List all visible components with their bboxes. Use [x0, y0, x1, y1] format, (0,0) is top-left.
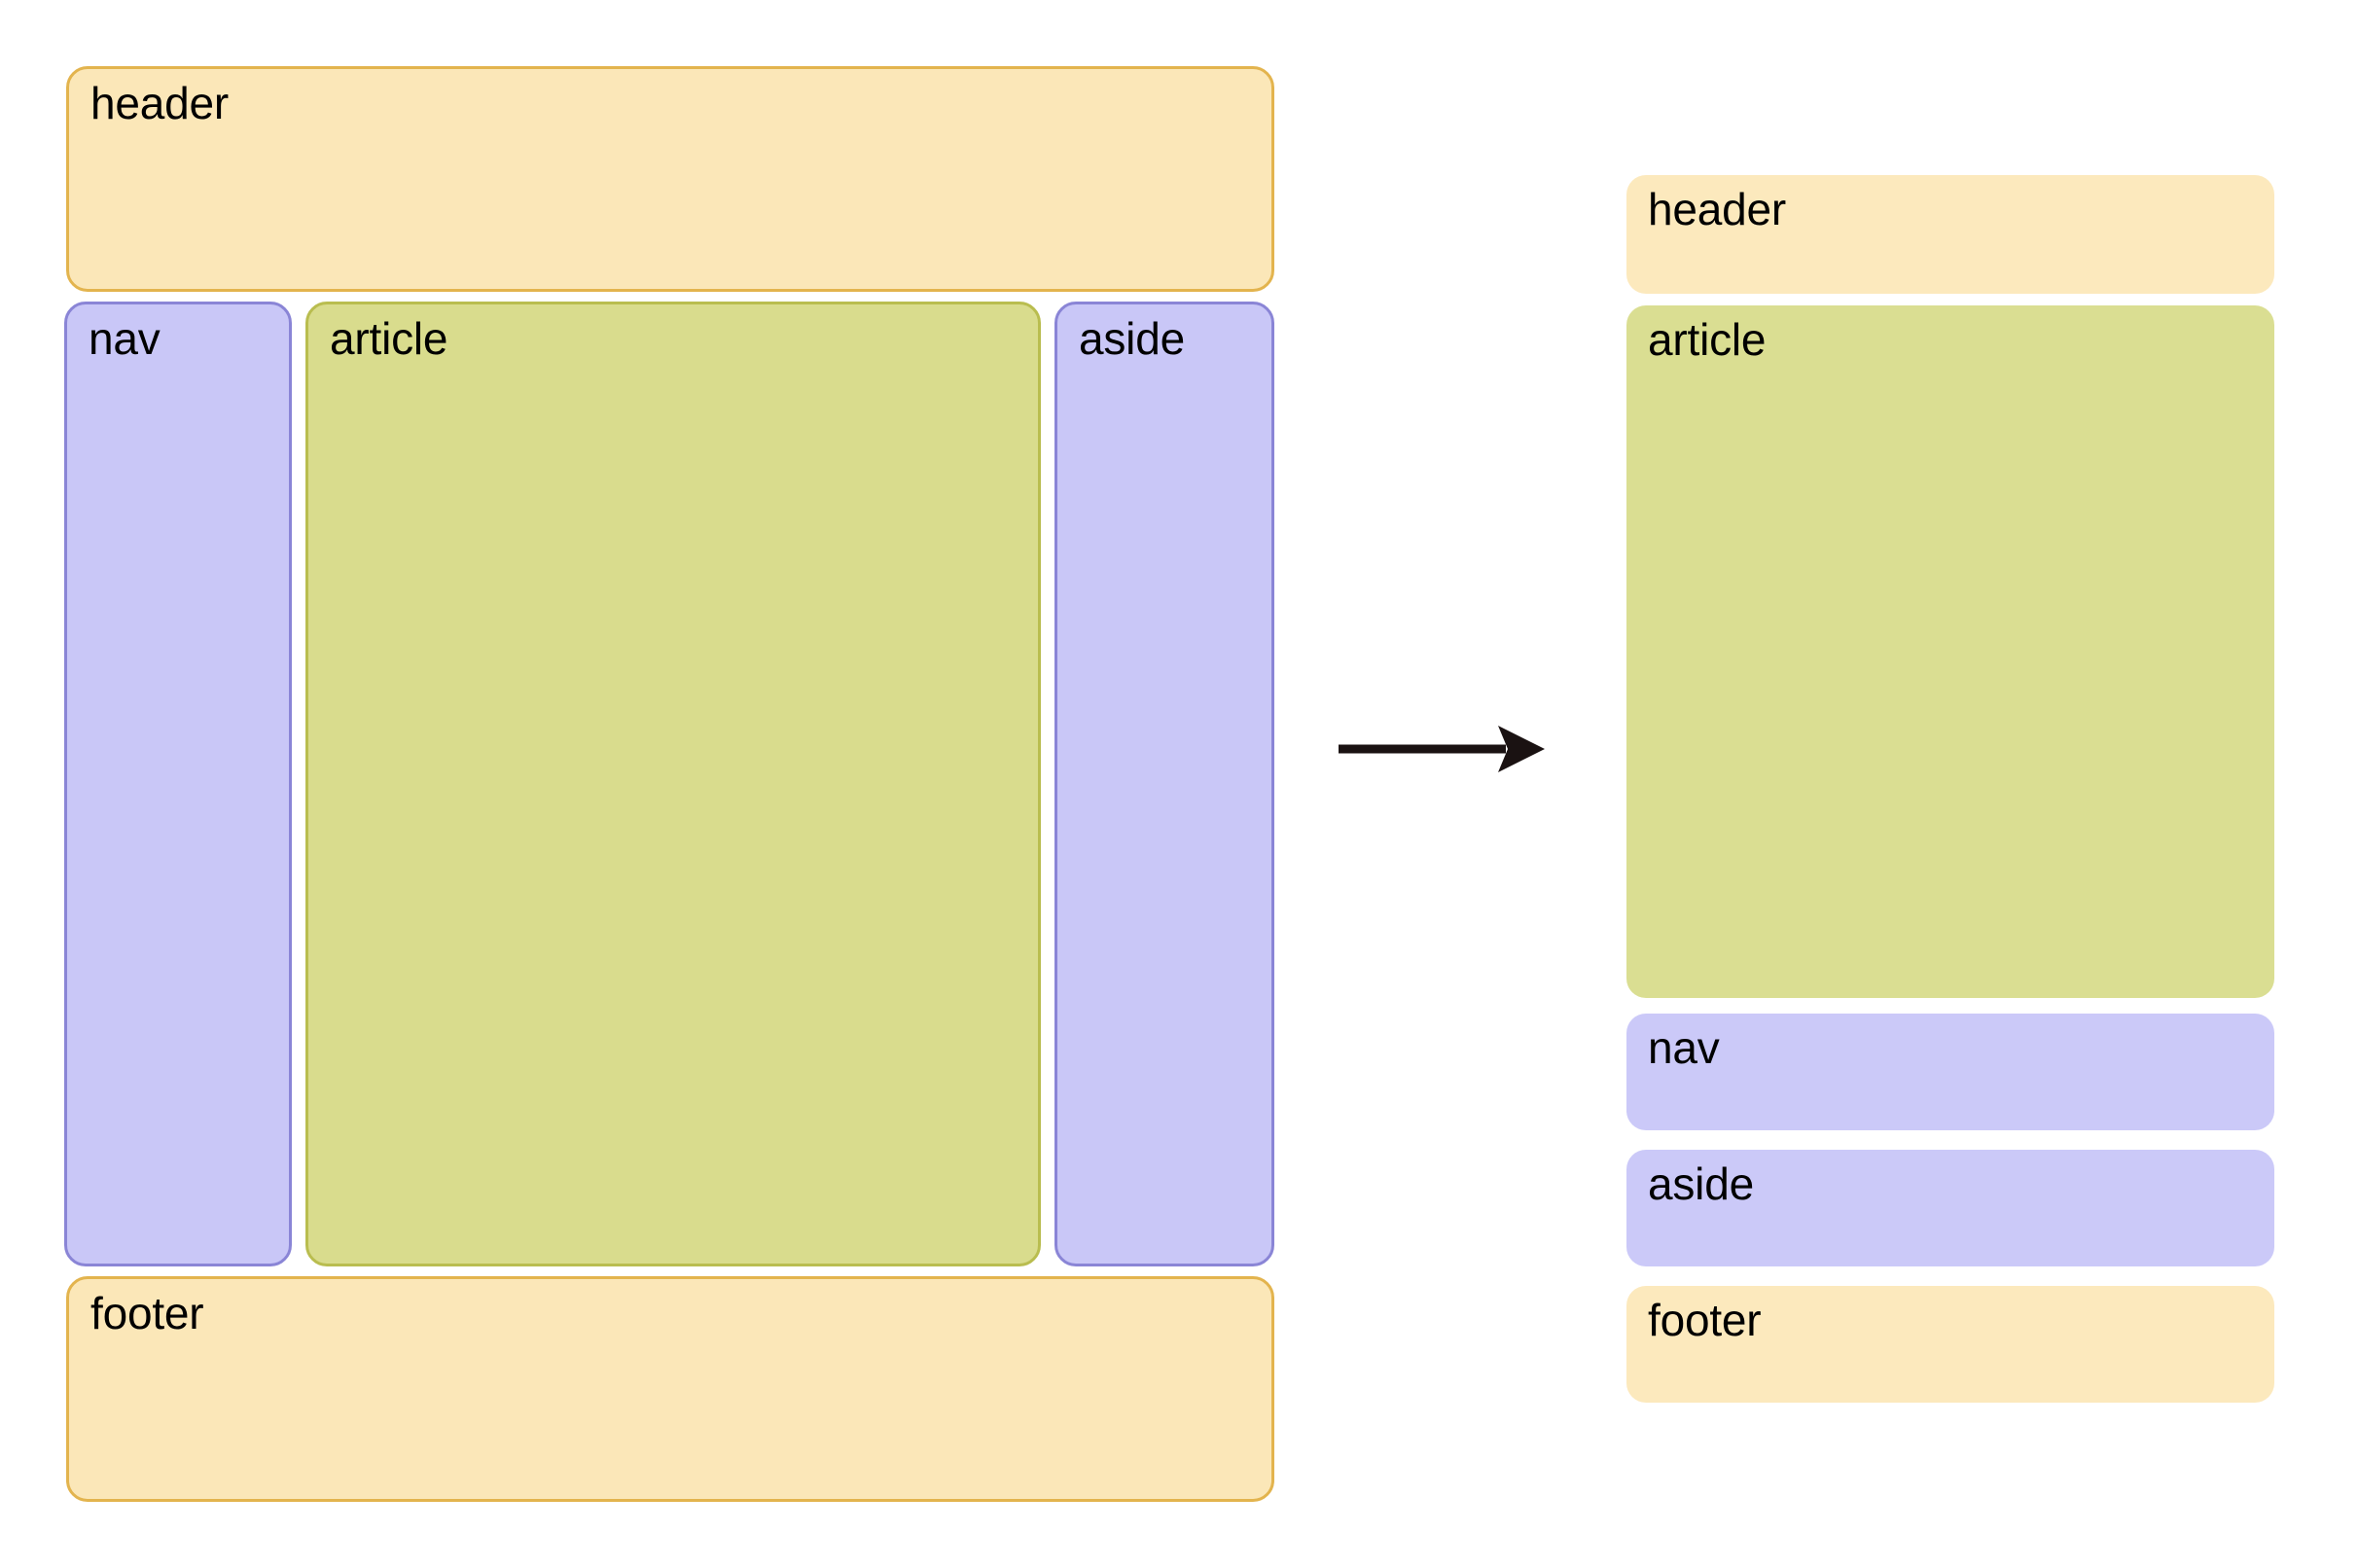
desktop-region-article: article: [305, 302, 1041, 1266]
desktop-region-footer: footer: [66, 1276, 1274, 1502]
desktop-region-label-aside: aside: [1079, 313, 1185, 364]
desktop-layout-group: header nav article aside footer: [64, 66, 1274, 1502]
arrow-right-svg: [1339, 726, 1545, 772]
desktop-region-label-footer: footer: [90, 1288, 204, 1338]
mobile-region-label-header: header: [1648, 184, 1787, 234]
mobile-region-aside: aside: [1626, 1150, 2274, 1266]
desktop-region-nav: nav: [64, 302, 292, 1266]
mobile-region-header: header: [1626, 175, 2274, 294]
desktop-region-label-nav: nav: [89, 313, 161, 364]
arrow-right-icon: [1335, 710, 1549, 788]
mobile-region-label-aside: aside: [1648, 1158, 1754, 1209]
mobile-region-nav: nav: [1626, 1014, 2274, 1130]
desktop-region-header: header: [66, 66, 1274, 292]
mobile-region-article: article: [1626, 305, 2274, 998]
desktop-region-label-header: header: [90, 78, 230, 128]
desktop-region-label-article: article: [330, 313, 448, 364]
desktop-region-aside: aside: [1054, 302, 1274, 1266]
mobile-region-label-article: article: [1648, 314, 1767, 365]
mobile-region-label-nav: nav: [1648, 1022, 1720, 1073]
mobile-region-footer: footer: [1626, 1286, 2274, 1403]
mobile-region-label-footer: footer: [1648, 1295, 1762, 1345]
